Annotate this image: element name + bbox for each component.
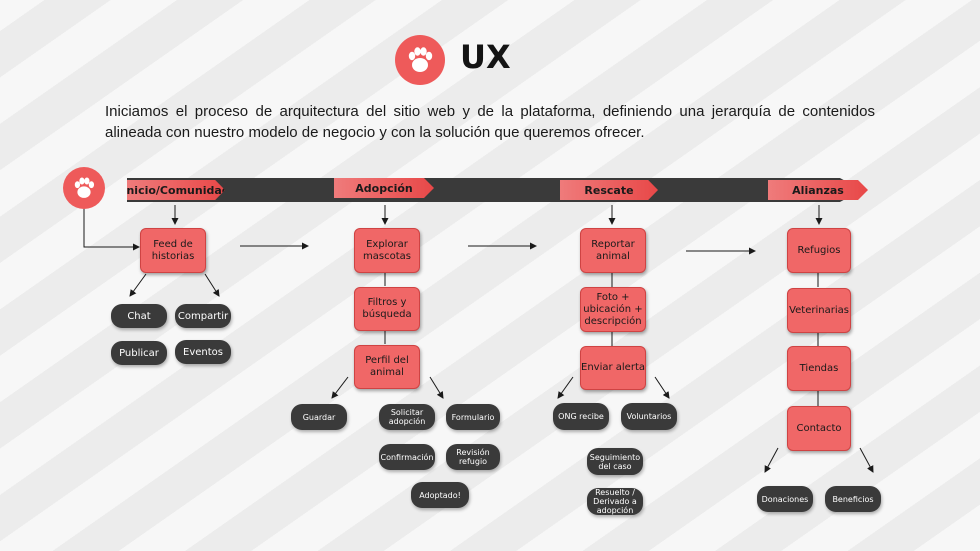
box-reportar-animal: Reportar animal bbox=[580, 228, 646, 273]
pill-donaciones: Donaciones bbox=[757, 486, 813, 512]
perfil-branch-left bbox=[331, 376, 349, 399]
feed-branch-right bbox=[204, 273, 220, 297]
feed-branch-left bbox=[129, 273, 147, 297]
box-feed-historias: Feed de historias bbox=[140, 228, 206, 273]
box-refugios: Refugios bbox=[787, 228, 851, 273]
phase-rescate: Rescate bbox=[560, 180, 658, 200]
pill-chat: Chat bbox=[111, 304, 167, 328]
page-title: UX bbox=[460, 38, 511, 76]
logo-to-feed-arrow bbox=[83, 208, 140, 251]
pill-adoptado: Adoptado! bbox=[411, 482, 469, 508]
contacto-branch-left bbox=[764, 447, 779, 473]
pill-publicar: Publicar bbox=[111, 341, 167, 365]
box-contacto: Contacto bbox=[787, 406, 851, 451]
perfil-branch-right bbox=[429, 376, 444, 399]
box-veterinarias: Veterinarias bbox=[787, 288, 851, 333]
pill-confirmacion: Confirmación bbox=[379, 444, 435, 470]
contacto-branch-right bbox=[859, 447, 874, 473]
pill-ong-recibe: ONG recibe bbox=[553, 403, 609, 430]
pill-eventos: Eventos bbox=[175, 340, 231, 364]
box-perfil-animal: Perfil del animal bbox=[354, 345, 420, 389]
pill-voluntarios: Voluntarios bbox=[621, 403, 677, 430]
paw-icon bbox=[74, 177, 95, 198]
box-foto-ubicacion: Foto + ubicación + descripción bbox=[580, 287, 646, 332]
pill-resuelto-derivado: Resuelto / Derivado a adopción bbox=[587, 488, 643, 515]
alerta-branch-right bbox=[654, 376, 670, 399]
box-enviar-alerta: Enviar alerta bbox=[580, 346, 646, 390]
box-filtros-busqueda: Filtros y búsqueda bbox=[354, 287, 420, 331]
pill-formulario: Formulario bbox=[446, 404, 500, 430]
paw-icon bbox=[408, 47, 433, 72]
phase-adopcion: Adopción bbox=[334, 178, 434, 198]
timeline-bar bbox=[127, 178, 862, 202]
pill-compartir: Compartir bbox=[175, 304, 231, 328]
alerta-branch-left bbox=[557, 376, 574, 399]
logo bbox=[395, 35, 445, 85]
timeline-logo bbox=[63, 167, 105, 209]
pill-beneficios: Beneficios bbox=[825, 486, 881, 512]
box-tiendas: Tiendas bbox=[787, 346, 851, 391]
pill-guardar: Guardar bbox=[291, 404, 347, 430]
phase-inicio: Inicio/Comunidad bbox=[127, 180, 225, 200]
pill-seguimiento-caso: Seguimiento del caso bbox=[587, 448, 643, 475]
phase-alianzas: Alianzas bbox=[768, 180, 868, 200]
box-explorar-mascotas: Explorar mascotas bbox=[354, 228, 420, 273]
pill-solicitar-adopcion: Solicitar adopción bbox=[379, 404, 435, 430]
intro-paragraph: Iniciamos el proceso de arquitectura del… bbox=[105, 103, 875, 141]
pill-revision-refugio: Revisión refugio bbox=[446, 444, 500, 470]
